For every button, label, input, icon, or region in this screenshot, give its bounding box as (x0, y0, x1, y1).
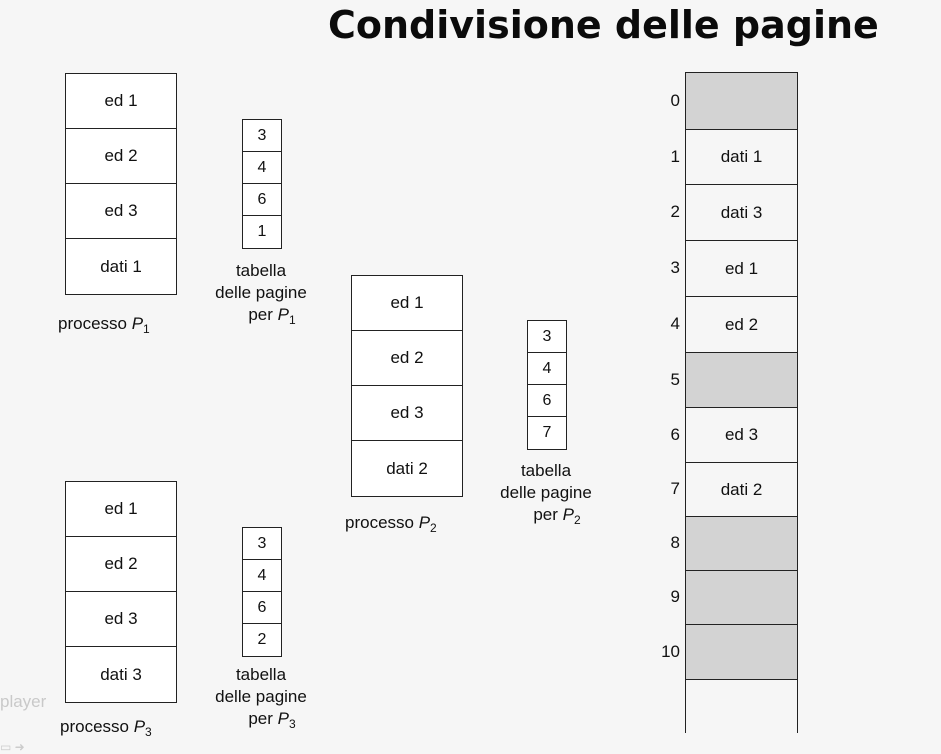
process-p2-caption: processo P2 (345, 513, 437, 535)
process-p1-pages: ed 1 ed 2 ed 3 dati 1 (65, 73, 177, 295)
memory-frame (686, 571, 797, 625)
page-cell: ed 1 (66, 74, 176, 129)
frame-index: 3 (670, 258, 680, 277)
page-table-p3-caption: tabella delle pagine per P3 (215, 665, 307, 731)
page-cell: dati 2 (386, 458, 428, 478)
memory-frame: ed 1 (686, 241, 797, 297)
page-table-entry: 2 (257, 631, 267, 648)
page-cell: ed 3 (66, 592, 176, 647)
page-cell: ed 1 (66, 482, 176, 537)
page-table-p3: 3 4 6 2 (242, 527, 282, 657)
page-table-entry: 1 (257, 223, 267, 240)
frame-index: 4 (670, 314, 680, 333)
page-table-entry: 4 (243, 560, 281, 592)
process-p3-caption: processo P3 (60, 717, 152, 739)
frame-index: 7 (670, 479, 680, 498)
page-table-entry: 3 (243, 528, 281, 560)
page-table-entry: 6 (528, 385, 566, 417)
page-cell: ed 2 (352, 331, 462, 386)
memory-frame (686, 517, 797, 571)
frame-index: 5 (670, 369, 680, 389)
page-table-p1: 3 4 6 1 (242, 119, 282, 249)
memory-frame (686, 73, 797, 130)
page-cell: ed 2 (66, 129, 176, 184)
page-cell: ed 3 (66, 184, 176, 239)
page-table-entry: 6 (243, 592, 281, 624)
frame-index: 6 (670, 424, 680, 444)
process-p1-caption: processo P1 (58, 314, 150, 336)
page-table-entry: 3 (528, 321, 566, 353)
page-cell: ed 3 (352, 386, 462, 441)
memory-frame: dati 1 (686, 130, 797, 185)
frame-index: 8 (670, 533, 680, 552)
page-table-p2-caption: tabella delle pagine per P2 (500, 461, 592, 527)
page-table-entry: 4 (243, 152, 281, 184)
memory-frame: ed 3 (686, 408, 797, 463)
process-p2-pages: ed 1 ed 2 ed 3 dati 2 (351, 275, 463, 497)
frame-index: 9 (670, 587, 680, 606)
memory-frame (686, 353, 797, 408)
page-table-p1-caption: tabella delle pagine per P1 (215, 261, 307, 327)
page-title: Condivisione delle pagine (328, 3, 879, 47)
player-watermark: player (0, 692, 47, 711)
memory-frame (686, 625, 797, 680)
page-cell: dati 3 (100, 664, 142, 684)
page-table-entry: 3 (243, 120, 281, 152)
player-arrow-icon: ▭ ➜ (0, 740, 25, 754)
frame-index: 1 (670, 146, 680, 166)
page-table-entry: 7 (542, 424, 552, 441)
page-cell: dati 1 (100, 256, 142, 276)
frame-index: 0 (670, 90, 680, 110)
memory-frame: dati 2 (686, 463, 797, 517)
page-table-entry: 6 (243, 184, 281, 216)
page-table-p2: 3 4 6 7 (527, 320, 567, 450)
page-cell: ed 2 (66, 537, 176, 592)
memory-frame: dati 3 (686, 185, 797, 241)
memory-frame: ed 2 (686, 297, 797, 353)
page-cell: ed 1 (352, 276, 462, 331)
page-table-entry: 4 (528, 353, 566, 385)
frame-index: 10 (661, 641, 680, 661)
frame-index: 2 (670, 202, 680, 221)
process-p3-pages: ed 1 ed 2 ed 3 dati 3 (65, 481, 177, 703)
